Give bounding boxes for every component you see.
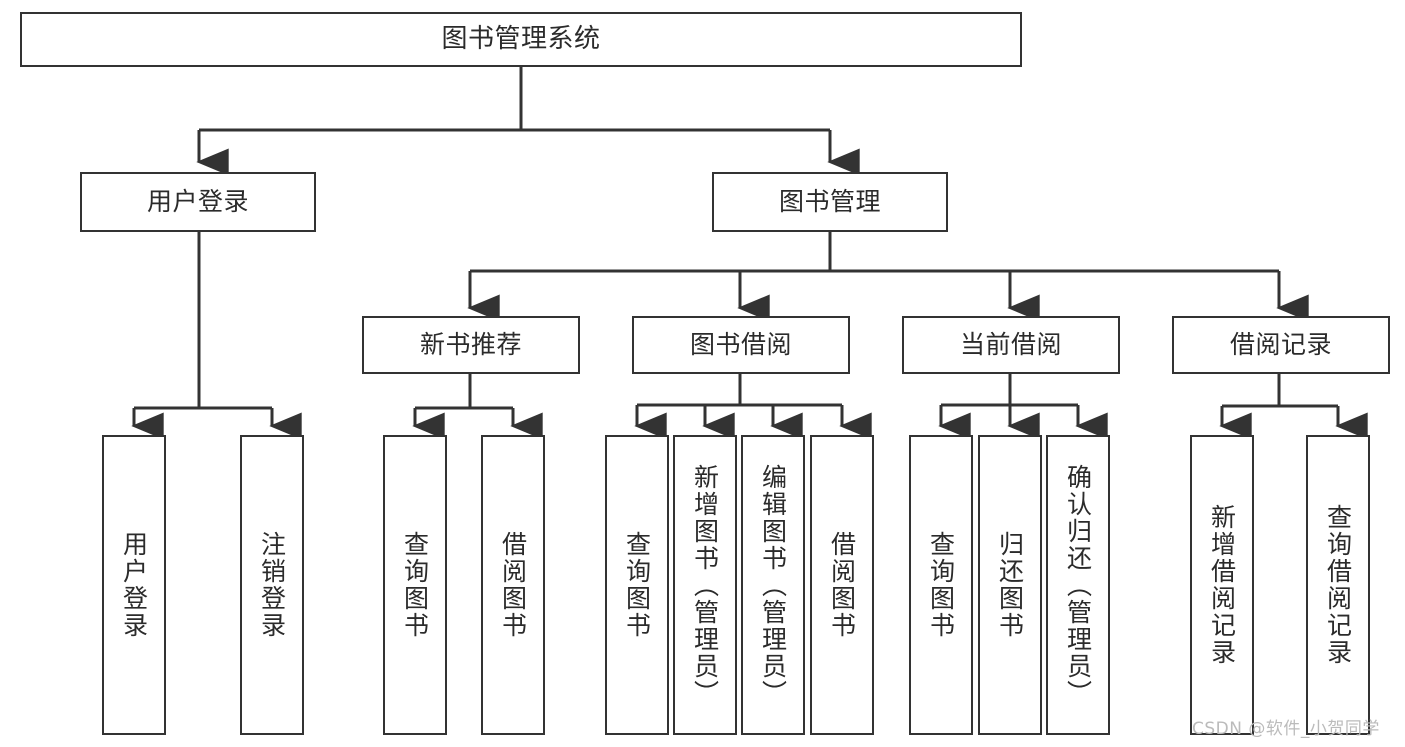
node-label: 用户登录 bbox=[119, 531, 149, 639]
leaf-user-login-logout[interactable]: 注销登录 bbox=[240, 435, 304, 735]
node-label: 查询图书 bbox=[622, 531, 652, 639]
node-label: 查询借阅记录 bbox=[1323, 504, 1353, 666]
leaf-recommend-query-book[interactable]: 查询图书 bbox=[383, 435, 447, 735]
leaf-borrow-query-book[interactable]: 查询图书 bbox=[605, 435, 669, 735]
node-label: 查询图书 bbox=[926, 531, 956, 639]
leaf-borrow-add-book-admin[interactable]: 新增图书（管理员） bbox=[673, 435, 737, 735]
node-label: 新增借阅记录 bbox=[1207, 504, 1237, 666]
node-label: 借阅图书 bbox=[498, 531, 528, 639]
node-label: 借阅记录 bbox=[1229, 330, 1332, 360]
node-label: 图书借阅 bbox=[689, 330, 792, 360]
node-root-system[interactable]: 图书管理系统 bbox=[20, 12, 1022, 67]
leaf-borrow-edit-book-admin[interactable]: 编辑图书（管理员） bbox=[741, 435, 805, 735]
leaf-current-query-book[interactable]: 查询图书 bbox=[909, 435, 973, 735]
node-label: 新增图书（管理员） bbox=[690, 463, 720, 707]
node-label: 借阅图书 bbox=[827, 531, 857, 639]
node-label: 当前借阅 bbox=[959, 330, 1062, 360]
node-label: 图书管理系统 bbox=[441, 24, 601, 55]
node-label: 编辑图书（管理员） bbox=[758, 463, 788, 707]
node-book-borrow[interactable]: 图书借阅 bbox=[632, 316, 850, 374]
leaf-current-confirm-return-admin[interactable]: 确认归还（管理员） bbox=[1046, 435, 1110, 735]
node-label: 用户登录 bbox=[146, 187, 249, 217]
node-label: 图书管理 bbox=[778, 187, 881, 217]
node-label: 查询图书 bbox=[400, 531, 430, 639]
node-user-login[interactable]: 用户登录 bbox=[80, 172, 316, 232]
node-book-management[interactable]: 图书管理 bbox=[712, 172, 948, 232]
csdn-watermark: CSDN @软件_小贺同学 bbox=[1192, 719, 1380, 739]
leaf-recommend-borrow-book[interactable]: 借阅图书 bbox=[481, 435, 545, 735]
leaf-user-login-login[interactable]: 用户登录 bbox=[102, 435, 166, 735]
node-label: 归还图书 bbox=[995, 531, 1025, 639]
leaf-record-query-record[interactable]: 查询借阅记录 bbox=[1306, 435, 1370, 735]
node-label: 确认归还（管理员） bbox=[1063, 463, 1093, 707]
node-label: 新书推荐 bbox=[419, 330, 522, 360]
node-current-borrow[interactable]: 当前借阅 bbox=[902, 316, 1120, 374]
leaf-record-add-record[interactable]: 新增借阅记录 bbox=[1190, 435, 1254, 735]
leaf-borrow-borrow-book[interactable]: 借阅图书 bbox=[810, 435, 874, 735]
node-new-book-recommend[interactable]: 新书推荐 bbox=[362, 316, 580, 374]
node-label: 注销登录 bbox=[257, 531, 287, 639]
leaf-current-return-book[interactable]: 归还图书 bbox=[978, 435, 1042, 735]
node-borrow-record[interactable]: 借阅记录 bbox=[1172, 316, 1390, 374]
